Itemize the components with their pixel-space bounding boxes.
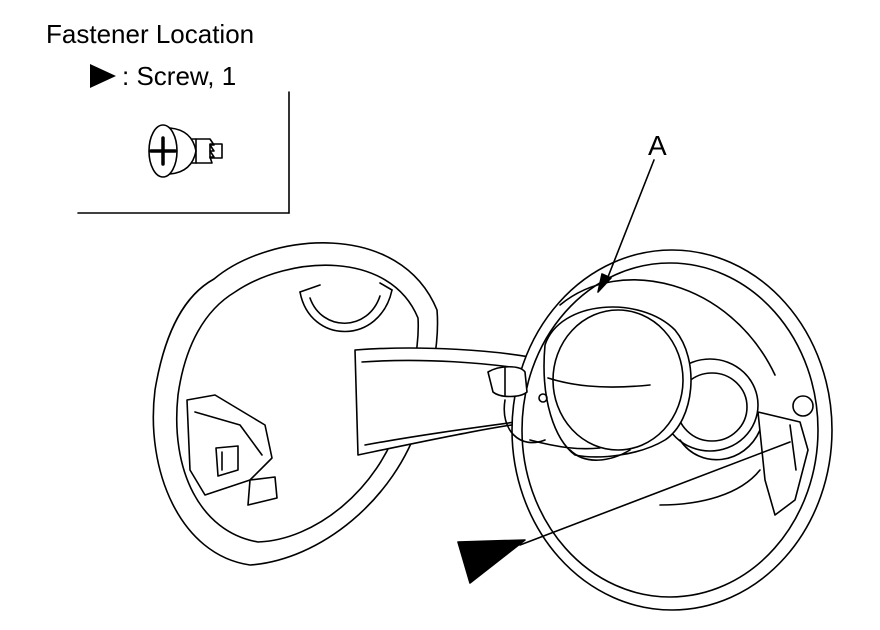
- fuel-lid: [152, 242, 439, 566]
- callout-a-leader: [597, 159, 655, 293]
- callout-label-a: A: [648, 130, 667, 161]
- screw-label: : Screw, 1: [122, 61, 237, 91]
- screw-location-circle: [792, 395, 814, 417]
- screw-icon: [148, 124, 223, 178]
- filler-housing: [503, 249, 833, 611]
- screw-marker-icon: [90, 64, 116, 88]
- legend-screw-row: : Screw, 1: [90, 60, 236, 92]
- legend-title: Fastener Location: [46, 19, 255, 49]
- legend-frame: [77, 91, 290, 214]
- screw-pointer: [457, 441, 791, 584]
- cable-connector: [487, 365, 548, 403]
